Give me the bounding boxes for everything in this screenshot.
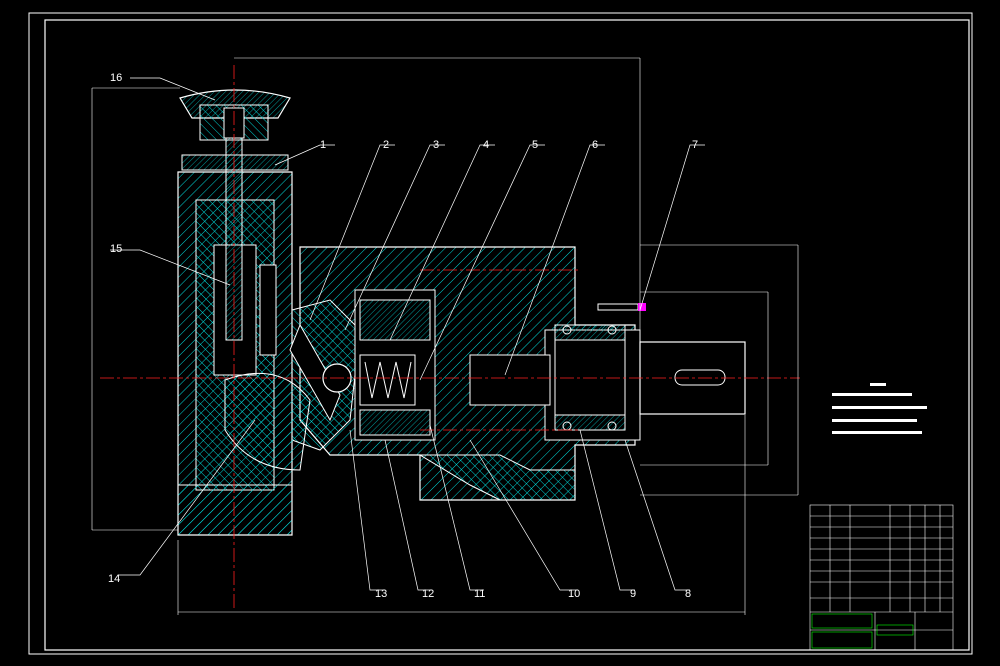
label-6: 6	[592, 139, 598, 151]
drive-shaft	[554, 303, 746, 431]
left-column	[177, 129, 293, 536]
label-12: 12	[422, 588, 434, 600]
label-8: 8	[685, 588, 691, 600]
label-2: 2	[383, 139, 389, 151]
label-7: 7	[692, 139, 698, 151]
label-16: 16	[110, 72, 122, 84]
label-9: 9	[630, 588, 636, 600]
centerlines	[100, 65, 800, 610]
technical-notes	[832, 383, 927, 434]
handwheel	[179, 89, 291, 141]
label-1: 1	[320, 139, 326, 151]
outer-frame	[28, 12, 973, 655]
swash-plate	[224, 299, 361, 471]
dimension-lines	[91, 57, 799, 615]
label-10: 10	[568, 588, 580, 600]
inner-frame	[44, 19, 970, 651]
label-13: 13	[375, 588, 387, 600]
label-4: 4	[483, 139, 489, 151]
label-11: 11	[474, 588, 485, 600]
part-labels: 16 1 2 3 4 5 6 7 15 14 13 12 11 10 9 8	[108, 72, 698, 600]
title-block	[809, 504, 954, 651]
cylinder-block	[354, 289, 436, 441]
label-5: 5	[532, 139, 538, 151]
label-3: 3	[433, 139, 439, 151]
label-14: 14	[108, 573, 120, 585]
leader-lines	[110, 77, 705, 591]
label-15: 15	[110, 243, 122, 255]
